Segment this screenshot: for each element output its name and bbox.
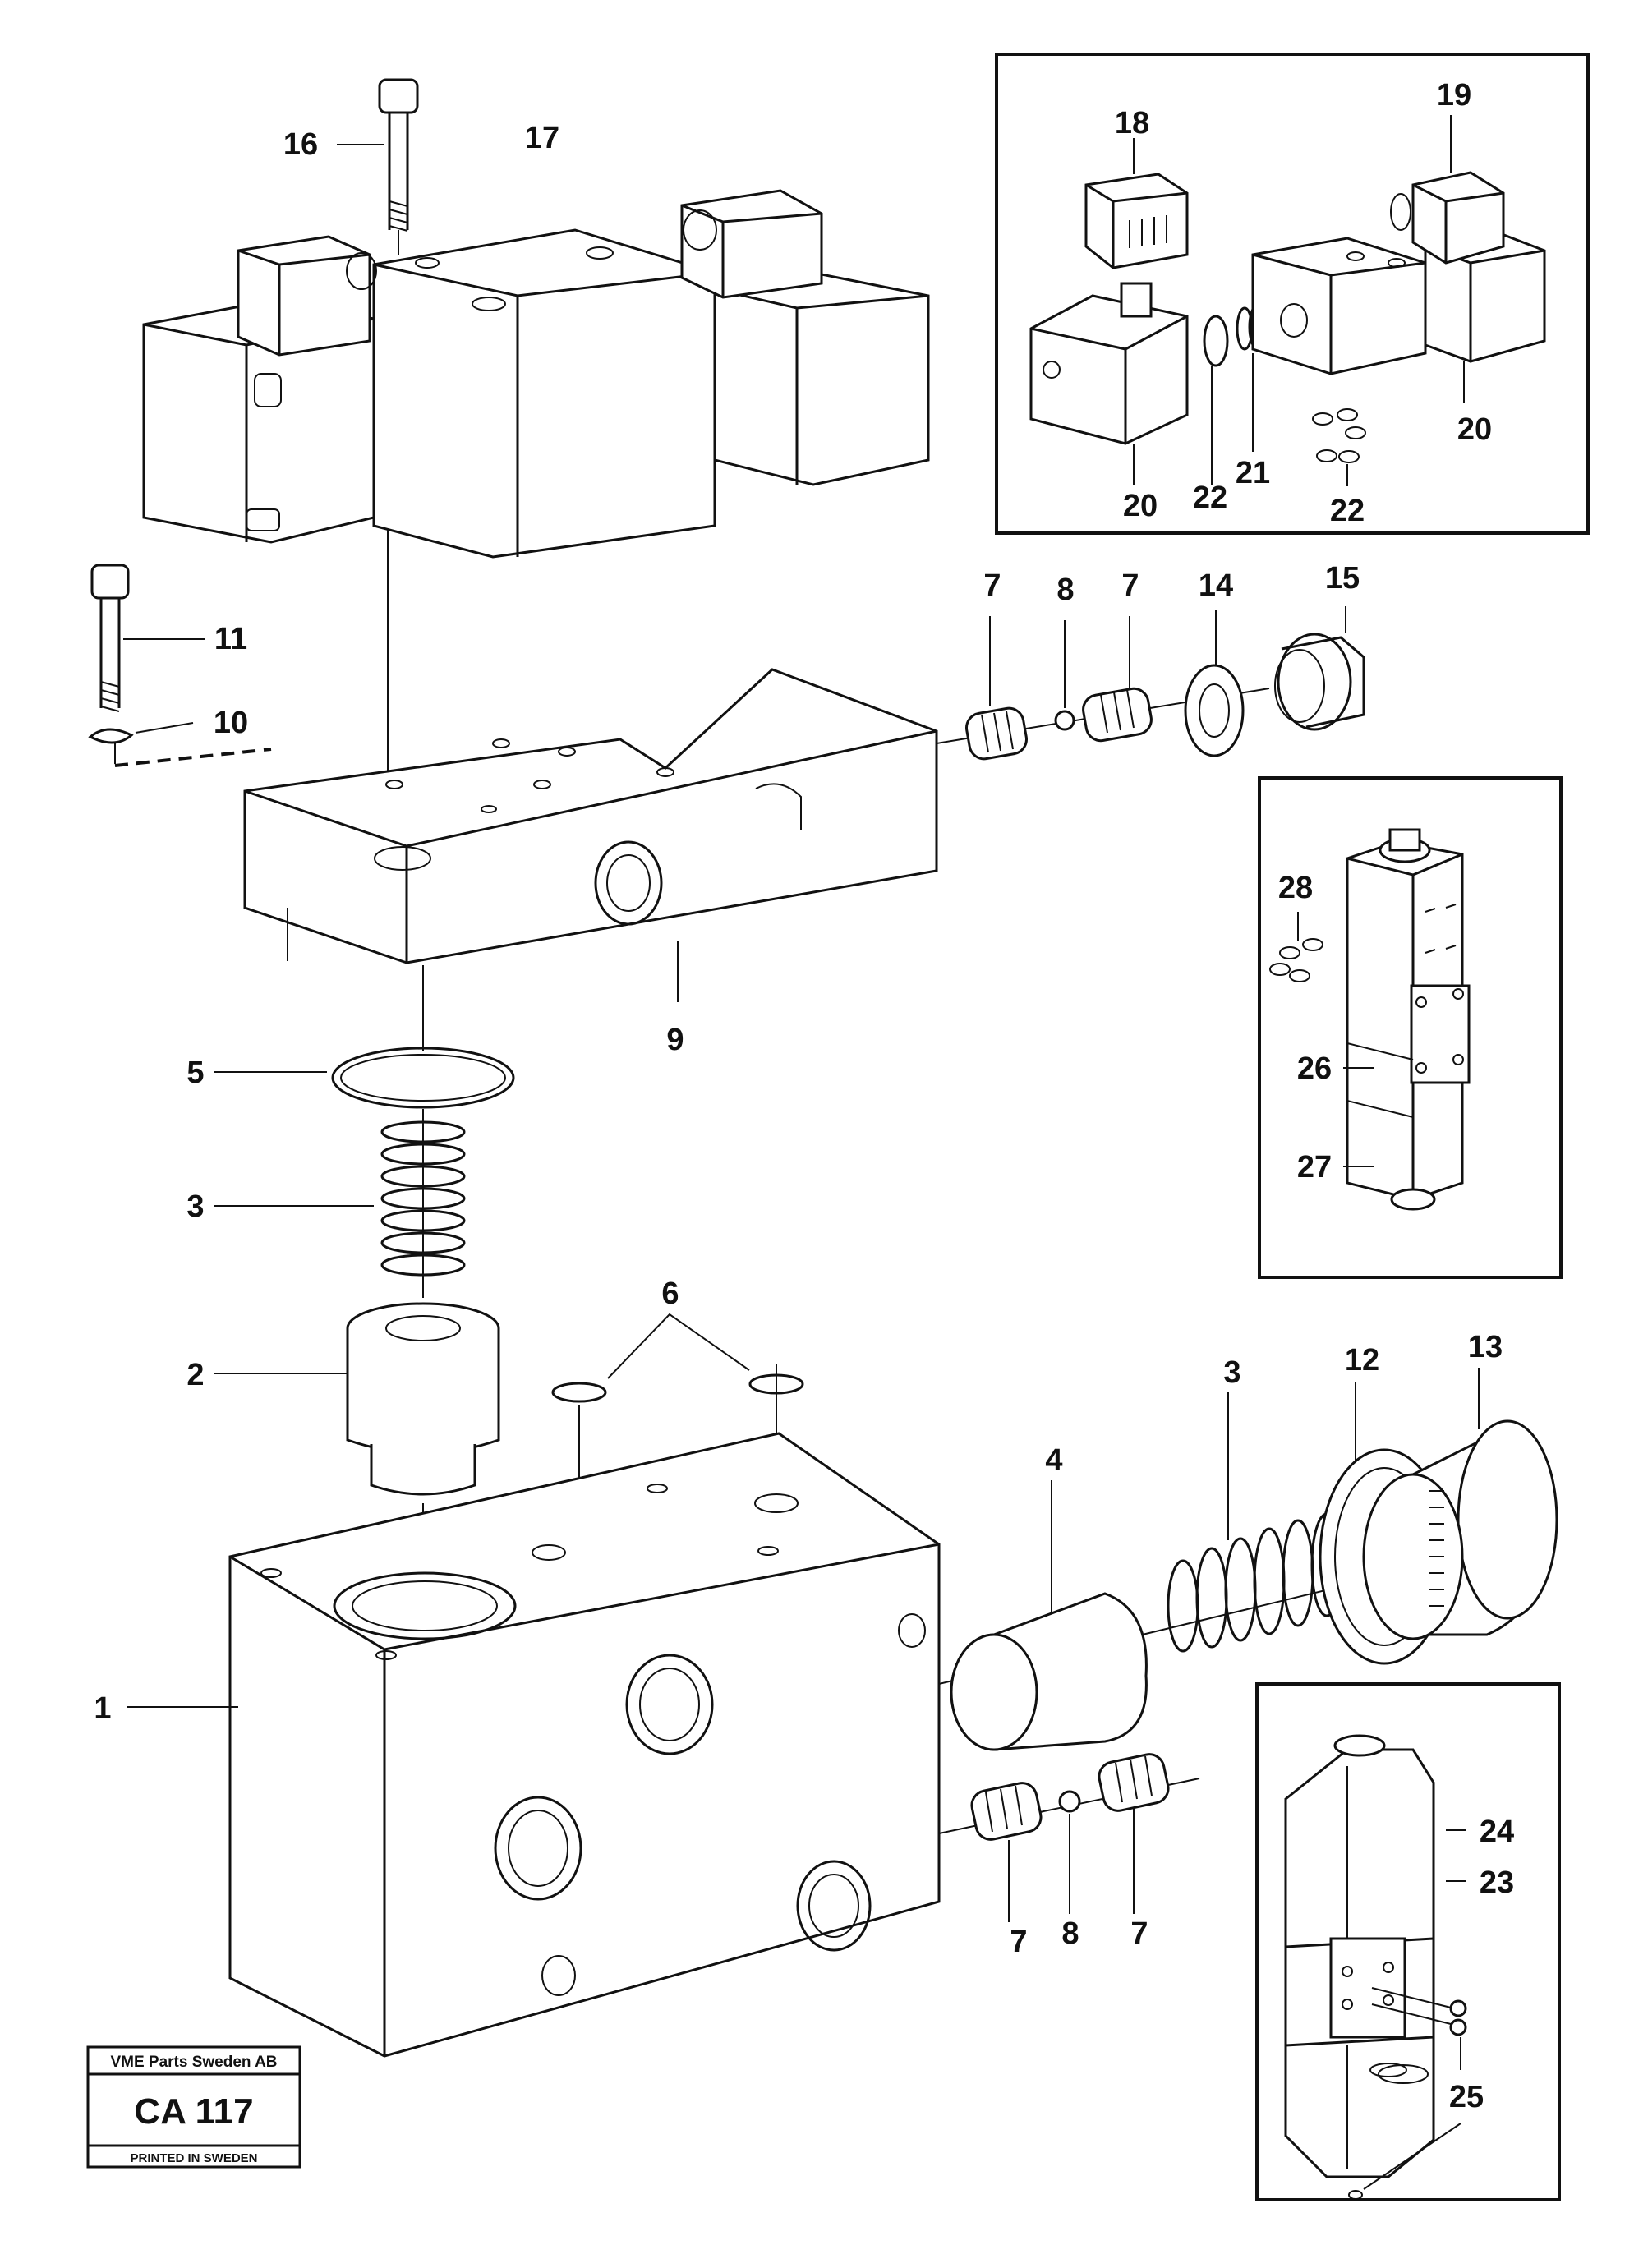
subplate-9-icon xyxy=(243,668,938,964)
part-label-20-left: 20 xyxy=(1123,489,1158,523)
part-label-2: 2 xyxy=(186,1358,204,1392)
o-ring-22-left-icon xyxy=(1203,315,1229,367)
valve-23-24-icon xyxy=(1284,1734,1435,2178)
part-label-10: 10 xyxy=(214,706,248,740)
part-label-3-top: 3 xyxy=(186,1189,204,1224)
part-label-5: 5 xyxy=(186,1056,204,1090)
part-label-3-right: 3 xyxy=(1223,1355,1240,1390)
o-rings-28-icon xyxy=(1269,938,1323,982)
valve-26-27-icon xyxy=(1346,828,1471,1211)
part-label-6: 6 xyxy=(661,1277,679,1311)
part-label-19: 19 xyxy=(1437,78,1471,113)
ball-8-top-icon xyxy=(1054,710,1075,731)
ball-8-bottom-icon xyxy=(1058,1790,1081,1813)
pin-10-icon xyxy=(88,728,134,764)
stamp-code: CA 117 xyxy=(134,2091,253,2132)
check-valve-7-bottom-right-icon xyxy=(1098,1753,1170,1812)
stamp-company: VME Parts Sweden AB xyxy=(110,2054,277,2071)
solenoid-valve-17-icon xyxy=(142,189,930,559)
plug-15-icon xyxy=(1274,633,1365,731)
part-label-24: 24 xyxy=(1480,1815,1514,1849)
part-label-7-c: 7 xyxy=(1010,1925,1027,1959)
part-label-7-b: 7 xyxy=(1121,568,1139,603)
part-label-16: 16 xyxy=(283,127,318,162)
part-label-14: 14 xyxy=(1199,568,1233,603)
stamp-footer: PRINTED IN SWEDEN xyxy=(130,2151,257,2165)
solenoid-inset-frame xyxy=(995,53,1590,535)
valve-body-1-icon xyxy=(228,1432,941,2058)
washer-14-icon xyxy=(1184,664,1245,757)
part-label-9: 9 xyxy=(666,1023,684,1057)
part-label-22-left: 22 xyxy=(1193,481,1227,515)
part-label-4: 4 xyxy=(1045,1443,1062,1478)
part-label-1: 1 xyxy=(94,1691,111,1726)
part-label-26: 26 xyxy=(1297,1051,1332,1086)
screw-16-icon xyxy=(378,78,419,255)
o-ring-5-icon xyxy=(331,1047,515,1109)
plug-13-icon xyxy=(1362,1419,1558,1640)
part-label-15: 15 xyxy=(1325,561,1360,596)
valve-block-icon xyxy=(1251,237,1427,375)
pin-10-hidden-path xyxy=(114,748,272,767)
connector-19-icon xyxy=(1390,171,1505,265)
screw-11-icon xyxy=(90,564,130,712)
sleeve-2-icon xyxy=(346,1302,500,1496)
part-label-12: 12 xyxy=(1345,1343,1379,1378)
leader-6 xyxy=(607,1313,750,1379)
piston-4-icon xyxy=(950,1592,1148,1751)
check-valve-7-top-left-icon xyxy=(965,706,1028,761)
part-label-7-d: 7 xyxy=(1130,1916,1148,1951)
part-label-18: 18 xyxy=(1115,106,1149,140)
part-label-8-top: 8 xyxy=(1056,573,1074,607)
part-label-8-bottom: 8 xyxy=(1061,1916,1079,1951)
part-label-25: 25 xyxy=(1449,2080,1484,2114)
part-label-23: 23 xyxy=(1480,1865,1514,1900)
spring-3-horizontal-icon xyxy=(1167,1512,1343,1653)
publisher-stamp: VME Parts Sweden AB CA 117 PRINTED IN SW… xyxy=(86,2045,301,2169)
part-label-22-right: 22 xyxy=(1330,494,1365,528)
leader-10 xyxy=(135,722,194,734)
o-rings-22-right-icon xyxy=(1312,408,1366,463)
check-valve-7-bottom-left-icon xyxy=(970,1782,1043,1841)
part-label-7-a: 7 xyxy=(983,568,1001,603)
valve-variant-inset-frame xyxy=(1258,776,1563,1279)
screws-25-icon xyxy=(1348,1987,1467,2200)
part-label-17: 17 xyxy=(525,121,559,155)
part-label-13: 13 xyxy=(1468,1330,1503,1364)
part-label-20-right: 20 xyxy=(1457,412,1492,447)
part-label-11: 11 xyxy=(214,622,247,656)
part-label-28: 28 xyxy=(1278,871,1313,905)
o-ring-6-left-icon xyxy=(551,1382,607,1403)
coil-20-left-icon xyxy=(1029,282,1189,445)
part-label-21: 21 xyxy=(1236,456,1270,490)
connector-18-icon xyxy=(1084,173,1189,269)
part-label-27: 27 xyxy=(1297,1150,1332,1185)
check-valve-7-top-right-icon xyxy=(1082,687,1153,743)
valve-alt-inset-frame xyxy=(1255,1682,1561,2201)
